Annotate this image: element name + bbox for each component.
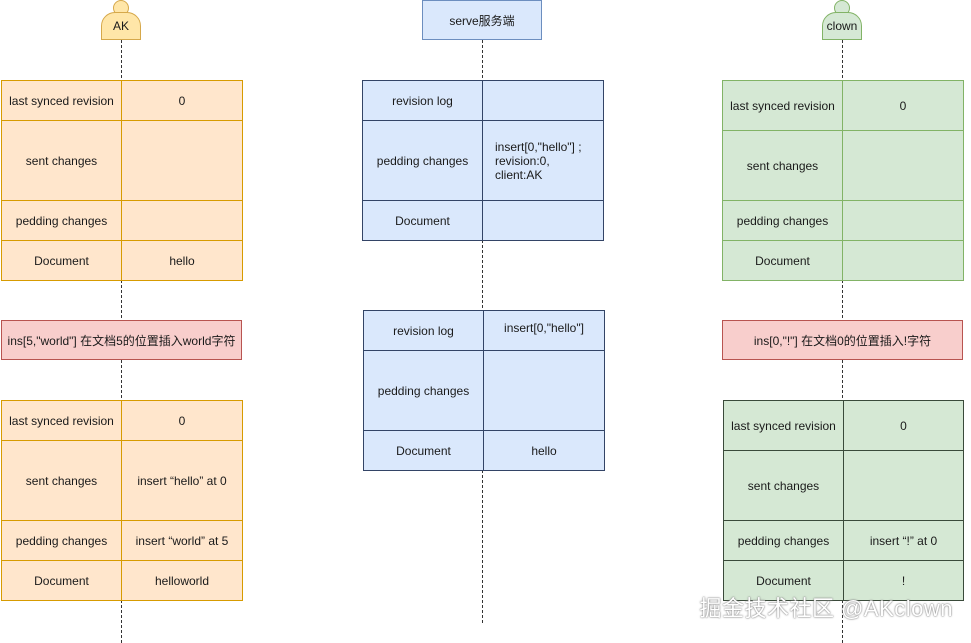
label-last-synced: last synced revision [1, 80, 122, 121]
ak2-pedding: insert “world” at 5 [121, 520, 243, 561]
server1-document [482, 200, 604, 241]
clown2-last-synced: 0 [843, 400, 964, 451]
server1-pedding: insert[0,"hello"] ; revision:0, client:A… [482, 120, 604, 201]
label-pedding-changes: pedding changes [1, 520, 122, 561]
server1-pedding-line: client:AK [495, 167, 543, 182]
server1-revision-log [482, 80, 604, 121]
actor-clown-label: clown [822, 12, 862, 40]
ak2-document: helloworld [121, 560, 243, 601]
server1-pedding-line: revision:0, [495, 153, 550, 168]
watermark-text: 掘金技术社区 @AKclown [699, 596, 953, 621]
ak1-document: hello [121, 240, 243, 281]
clown2-document: ! [843, 560, 964, 601]
label-pedding-changes: pedding changes [1, 200, 122, 241]
label-document: Document [1, 240, 122, 281]
label-pedding-changes: pedding changes [363, 350, 484, 431]
clown2-sent [843, 450, 964, 521]
label-document: Document [362, 200, 483, 241]
ak1-last-synced: 0 [121, 80, 243, 121]
label-revision-log: revision log [363, 310, 484, 351]
clown2-pedding: insert “!” at 0 [843, 520, 964, 561]
ak1-sent [121, 120, 243, 201]
actor-ak: AK [101, 0, 141, 40]
label-sent-changes: sent changes [722, 130, 843, 201]
label-last-synced: last synced revision [1, 400, 122, 441]
label-sent-changes: sent changes [1, 440, 122, 521]
ak-operation: ins[5,"world"] 在文档5的位置插入world字符 [1, 320, 242, 360]
label-document: Document [363, 430, 484, 471]
label-sent-changes: sent changes [1, 120, 122, 201]
server-actor: serve服务端 [422, 0, 542, 40]
ak2-last-synced: 0 [121, 400, 243, 441]
ak2-sent: insert “hello” at 0 [121, 440, 243, 521]
clown1-last-synced: 0 [842, 80, 964, 131]
label-document: Document [722, 240, 843, 281]
clown1-sent [842, 130, 964, 201]
label-document: Document [723, 560, 844, 601]
label-last-synced: last synced revision [723, 400, 844, 451]
actor-ak-label: AK [101, 12, 141, 40]
server2-document: hello [483, 430, 605, 471]
label-last-synced: last synced revision [722, 80, 843, 131]
clown1-pedding [842, 200, 964, 241]
label-pedding-changes: pedding changes [723, 520, 844, 561]
server-state-table-1: revision log pedding changes insert[0,"h… [362, 80, 604, 241]
clown-operation: ins[0,"!"] 在文档0的位置插入!字符 [722, 320, 963, 360]
label-pedding-changes: pedding changes [722, 200, 843, 241]
actor-clown: clown [822, 0, 862, 40]
server2-pedding [483, 350, 605, 431]
label-pedding-changes: pedding changes [362, 120, 483, 201]
ak1-pedding [121, 200, 243, 241]
label-document: Document [1, 560, 122, 601]
server1-pedding-line: insert[0,"hello"] ; [495, 139, 582, 154]
server2-revision-log: insert[0,"hello"] [483, 310, 605, 351]
label-sent-changes: sent changes [723, 450, 844, 521]
label-revision-log: revision log [362, 80, 483, 121]
clown1-document [842, 240, 964, 281]
